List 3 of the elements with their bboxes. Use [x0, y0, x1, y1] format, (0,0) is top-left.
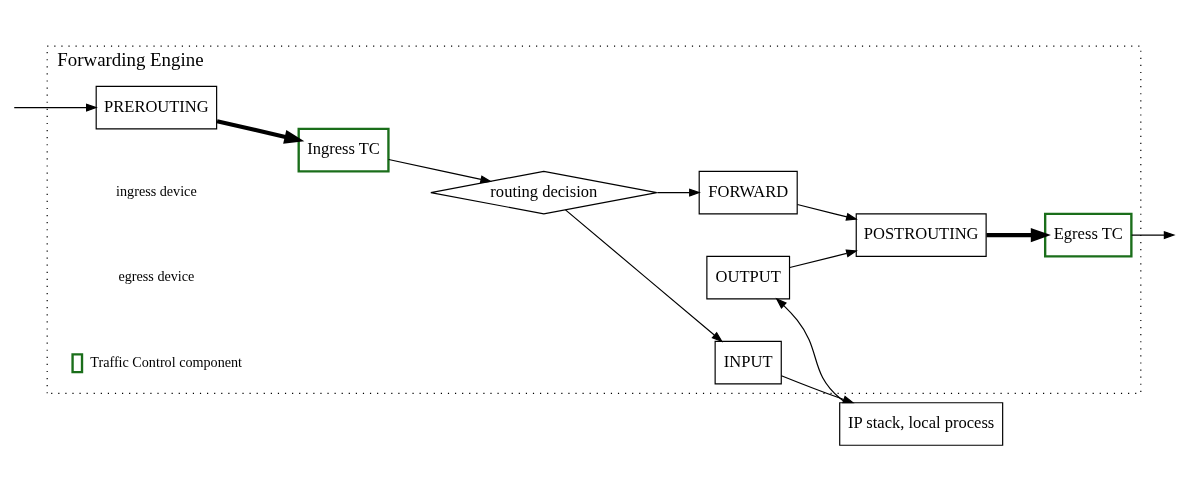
label: egress device [118, 267, 195, 284]
legend-label: Traffic Control component [90, 353, 243, 370]
label: ingress device [116, 182, 197, 199]
